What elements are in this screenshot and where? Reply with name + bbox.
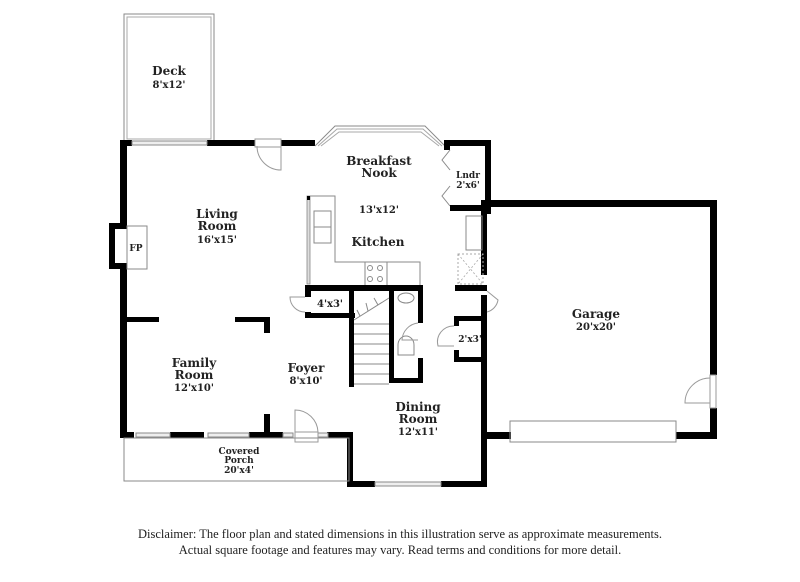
breakfast-nook-name: Breakfast	[346, 154, 412, 168]
covered-porch	[123, 409, 350, 482]
living-room-name: Room	[198, 219, 237, 233]
deck	[123, 13, 215, 143]
garage	[487, 200, 717, 443]
garage-name: Garage	[572, 307, 621, 321]
family-room-name: Family	[172, 356, 217, 370]
disclaimer-line-2: Actual square footage and features may v…	[178, 543, 622, 557]
deck-name: Deck	[152, 64, 186, 78]
disclaimer-line-1: Disclaimer: The floor plan and stated di…	[138, 527, 662, 541]
kitchen-counters	[306, 195, 487, 291]
dining-room-dimensions: 12'x11'	[398, 427, 438, 438]
laundry-name: Lndr	[456, 171, 480, 181]
kitchen-name: Kitchen	[352, 235, 405, 249]
dining-room-name: Room	[399, 412, 438, 426]
family-room-dimensions: 12'x10'	[174, 383, 214, 394]
fireplace-label: FP	[129, 244, 142, 254]
kitchen-dimensions: 13'x12'	[359, 205, 399, 216]
closet-dimensions: 4'x3'	[317, 299, 343, 310]
breakfast-nook-name: Nook	[361, 166, 397, 180]
closet-door	[289, 296, 306, 313]
half-bath	[397, 292, 419, 356]
living-room-name: Living	[196, 207, 238, 221]
window	[374, 481, 442, 487]
back-door	[254, 138, 282, 171]
laundry-dimensions: 2'x6'	[456, 181, 479, 191]
garage-dimensions: 20'x20'	[576, 322, 616, 333]
laundry	[441, 140, 487, 211]
closet-dimensions: 2'x3'	[458, 335, 481, 345]
foyer-dimensions: 8'x10'	[290, 376, 323, 387]
stairs	[353, 297, 390, 385]
porch-name: Porch	[224, 456, 254, 466]
porch-name: Covered	[219, 447, 261, 457]
family-room-name: Room	[175, 368, 214, 382]
dining-room-name: Dining	[395, 400, 441, 414]
disclaimer: Disclaimer: The floor plan and stated di…	[0, 526, 800, 558]
bay-window	[314, 125, 446, 147]
foyer-name: Foyer	[288, 361, 325, 375]
garage-entry-door	[486, 290, 499, 313]
exterior-walls	[109, 140, 491, 487]
fireplace	[126, 225, 148, 270]
porch-dimensions: 20'x4'	[224, 466, 254, 476]
interior-walls	[127, 285, 484, 438]
deck-dimensions: 8'x12'	[153, 80, 186, 91]
closet-door	[437, 325, 455, 347]
living-room-dimensions: 16'x15'	[197, 235, 237, 246]
window	[131, 140, 208, 146]
